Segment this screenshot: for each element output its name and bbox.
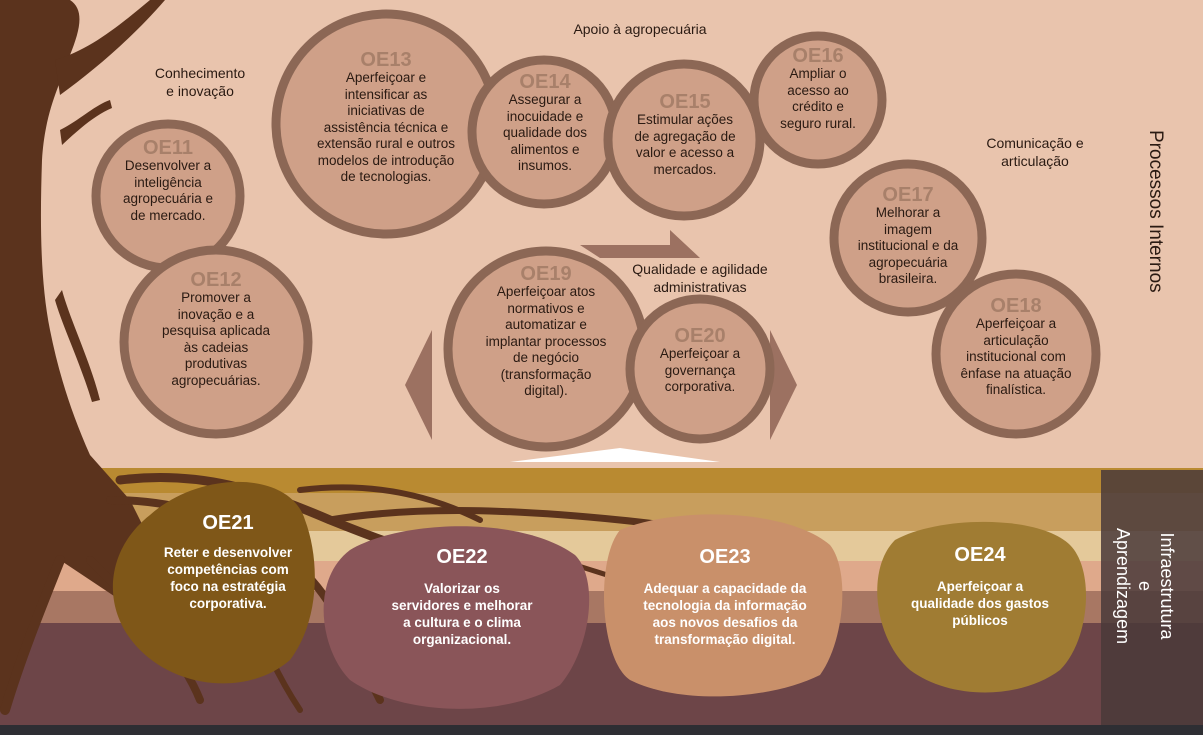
oe16-circle: [749, 31, 887, 169]
oe18-text: Aperfeiçoar a articulação institucional …: [960, 316, 1072, 397]
oe24-code: OE24: [954, 544, 1006, 566]
oe12-circle: [119, 245, 313, 439]
oe22-blob: [323, 526, 590, 709]
oe14-text: Assegurar a inocuidade e qualidade dos a…: [502, 92, 588, 173]
oe20-text: Aperfeiçoar a governança corporativa.: [659, 346, 741, 394]
processos-internos-label: Processos Internos: [1145, 130, 1166, 293]
group-comunicacao-label: Comunicação e articulação: [986, 135, 1084, 169]
oe23-node: OE23 Adequar a capacidade da tecnologia …: [610, 546, 840, 648]
oe17-text: Melhorar a imagem institucional e da agr…: [857, 205, 959, 286]
group-conhecimento-label: Conhecimento e inovação: [154, 65, 246, 99]
footer-bar: [0, 725, 1203, 735]
oe21-text: Reter e desenvolver competências com foc…: [163, 545, 293, 611]
oe13-node: OE13 Aperfeiçoar e intensificar as inici…: [286, 50, 486, 186]
oe20-circle: [625, 294, 775, 444]
oe22-node: OE22 Valorizar os servidores e melhorar …: [352, 546, 572, 648]
oe12-text: Promover a inovação e a pesquisa aplicad…: [161, 290, 271, 388]
oe16-node: OE16 Ampliar o acesso ao crédito e segur…: [765, 46, 871, 132]
objective-circles: [91, 9, 1101, 452]
group-apoio-label: Apoio à agropecuária: [573, 21, 707, 37]
oe17-node: OE17 Melhorar a imagem institucional e d…: [844, 185, 972, 288]
infraestrutura-label: Infraestrutura e Aprendizagem: [1113, 528, 1177, 645]
oe24-node: OE24 Aperfeiçoar a qualidade dos gastos …: [880, 544, 1080, 629]
oe23-blob: [603, 514, 843, 697]
oe19-code: OE19: [520, 263, 572, 285]
oe14-code: OE14: [519, 71, 571, 93]
oe13-code: OE13: [360, 49, 412, 71]
oe21-code: OE21: [202, 512, 254, 534]
oe23-text: Adequar a capacidade da tecnologia da in…: [643, 581, 807, 647]
arrow-right-icon: [770, 330, 797, 440]
arrow-up-icon: [580, 230, 700, 258]
oe11-node: OE11 Desenvolver a inteligência agropecu…: [100, 138, 236, 224]
oe20-code: OE20: [674, 325, 726, 347]
oe17-circle: [829, 159, 987, 317]
oe22-code: OE22: [436, 546, 488, 568]
oe22-text: Valorizar os servidores e melhorar a cul…: [391, 581, 533, 647]
oe24-blob: [877, 521, 1087, 693]
oe15-text: Estimular ações de agregação de valor e …: [634, 112, 736, 177]
infra-label-band: [1101, 470, 1203, 725]
oe15-node: OE15 Estimular ações de agregação de val…: [620, 92, 750, 178]
oe18-code: OE18: [990, 295, 1042, 317]
oe15-code: OE15: [659, 91, 711, 113]
oe11-code: OE11: [142, 137, 194, 159]
oe15-circle: [603, 59, 765, 221]
oe13-text: Aperfeiçoar e intensificar as iniciativa…: [316, 70, 456, 184]
group-qualidade-label: Qualidade e agilidade administrativas: [632, 261, 768, 295]
oe19-node: OE19 Aperfeiçoar atos normativos e autom…: [466, 264, 626, 400]
oe21-blob: [112, 481, 315, 684]
tree-icon: [0, 0, 165, 710]
oe14-node: OE14 Assegurar a inocuidade e qualidade …: [484, 72, 606, 175]
oe16-code: OE16: [792, 45, 844, 67]
divider-notch: [510, 448, 720, 462]
oe21-node: OE21 Reter e desenvolver competências co…: [118, 512, 338, 612]
oe24-text: Aperfeiçoar a qualidade dos gastos públi…: [910, 579, 1050, 628]
oe17-code: OE17: [882, 184, 934, 206]
oe18-circle: [931, 269, 1101, 439]
oe12-code: OE12: [190, 269, 242, 291]
oe20-node: OE20 Aperfeiçoar a governança corporativ…: [640, 326, 760, 396]
arrow-left-icon: [405, 330, 432, 440]
oe11-text: Desenvolver a inteligência agropecuária …: [122, 158, 214, 223]
oe16-text: Ampliar o acesso ao crédito e seguro rur…: [780, 66, 856, 131]
oe23-code: OE23: [699, 546, 751, 568]
oe19-text: Aperfeiçoar atos normativos e automatiza…: [485, 284, 607, 398]
oe18-node: OE18 Aperfeiçoar a articulação instituci…: [946, 296, 1086, 399]
oe12-node: OE12 Promover a inovação e a pesquisa ap…: [130, 270, 302, 389]
